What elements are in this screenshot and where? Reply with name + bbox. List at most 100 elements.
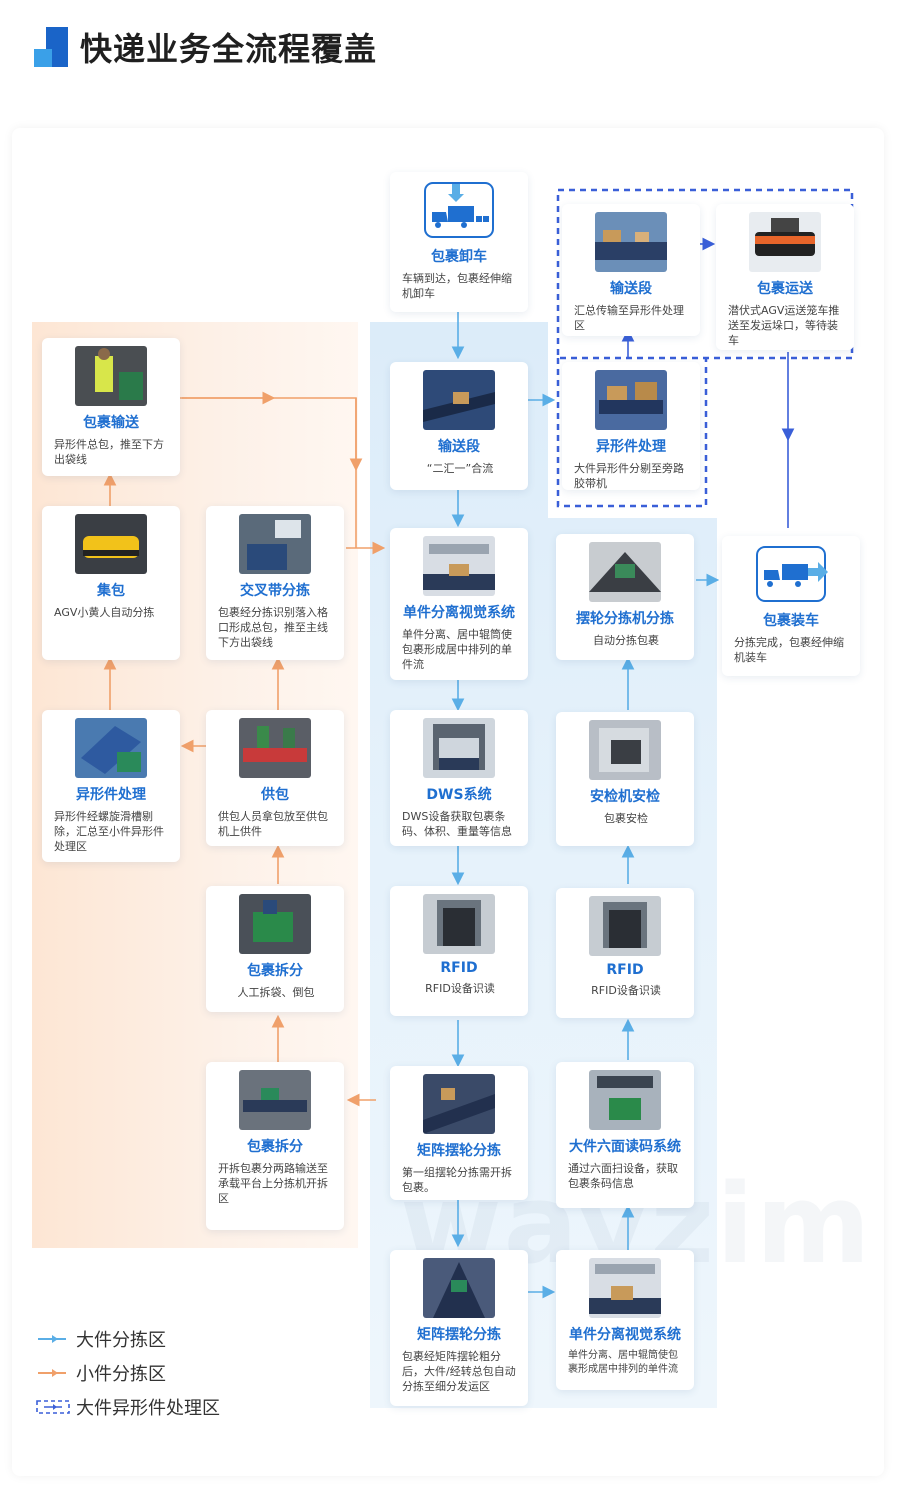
title-logo-icon xyxy=(34,25,70,69)
node-induction: 供包 供包人员拿包放至供包机上供件 xyxy=(206,710,344,846)
node-matrix-bottom: 矩阵摆轮分拣 包裹经矩阵摆轮粗分后，大件/经转总包自动分拣至细分发运区 xyxy=(390,1250,528,1406)
node-desc: 第一组摆轮分拣需开拆包裹。 xyxy=(402,1166,512,1194)
node-big-conveyor: 输送段 “二汇一”合流 xyxy=(390,362,528,490)
node-desc: 分拣完成，包裹经伸缩机装车 xyxy=(734,636,844,664)
legend-label: 大件异形件处理区 xyxy=(76,1398,220,1419)
node-desc: 供包人员拿包放至供包机上供件 xyxy=(218,810,328,838)
swing-wheel-photo xyxy=(589,542,661,602)
node-loading: 包裹装车 分拣完成，包裹经伸缩机装车 xyxy=(722,536,860,676)
cross-belt-photo xyxy=(239,514,311,574)
node-title: 单件分离视觉系统 xyxy=(569,1327,681,1343)
singulation-photo xyxy=(423,536,495,596)
node-desc: RFID设备识读 xyxy=(591,984,661,997)
legend-item-small: 小件分拣区 xyxy=(36,1356,220,1390)
node-desc: 单件分离、居中辊筒使包裹形成居中排列的单件流 xyxy=(568,1350,678,1375)
node-title: 单件分离视觉系统 xyxy=(403,605,515,621)
node-desc: 异形件总包，推至下方出袋线 xyxy=(54,438,164,466)
odd-handling-photo xyxy=(595,370,667,430)
node-singulation-top: 单件分离视觉系统 单件分离、居中辊筒使包裹形成居中排列的单件流 xyxy=(390,528,528,680)
node-unpack-split: 包裹拆分 开拆包裹分两路输送至承载平台上分拣机开拆区 xyxy=(206,1062,344,1230)
singulation-photo xyxy=(589,1258,661,1318)
unload-truck-icon xyxy=(422,180,496,240)
node-title: 矩阵摆轮分拣 xyxy=(417,1143,501,1159)
node-desc: RFID设备识读 xyxy=(425,982,495,995)
node-desc: AGV小黄人自动分拣 xyxy=(54,606,155,619)
node-matrix-top: 矩阵摆轮分拣 第一组摆轮分拣需开拆包裹。 xyxy=(390,1066,528,1200)
node-desc: 开拆包裹分两路输送至承载平台上分拣机开拆区 xyxy=(218,1162,328,1205)
agv-photo xyxy=(749,212,821,272)
node-title: 安检机安检 xyxy=(590,789,660,805)
node-title: 摆轮分拣机分拣 xyxy=(576,611,674,627)
node-title: RFID xyxy=(606,962,644,978)
blue-arrow-icon xyxy=(36,1332,70,1346)
security-scanner-photo xyxy=(589,720,661,780)
node-title: 包裹拆分 xyxy=(247,1139,303,1155)
six-sided-scanner-photo xyxy=(589,1070,661,1130)
node-desc: 包裹经分拣识别落入格口形成总包，推至主线下方出袋线 xyxy=(218,606,328,649)
node-desc: 自动分拣包裹 xyxy=(593,634,659,647)
node-six-sided: 大件六面读码系统 通过六面扫设备，获取包裹条码信息 xyxy=(556,1062,694,1208)
legend-label: 小件分拣区 xyxy=(76,1364,166,1385)
unpack-photo xyxy=(239,894,311,954)
node-title: 包裹拆分 xyxy=(247,963,303,979)
node-unload: 包裹卸车 车辆到达，包裹经伸缩机卸车 xyxy=(390,172,528,312)
node-desc: 异形件经螺旋滑槽剔除，汇总至小件异形件处理区 xyxy=(54,810,164,853)
node-swing-wheel: 摆轮分拣机分拣 自动分拣包裹 xyxy=(556,534,694,660)
node-small-conveyor: 包裹输送 异形件总包，推至下方出袋线 xyxy=(42,338,180,476)
node-title: 供包 xyxy=(261,787,289,803)
node-title: RFID xyxy=(440,960,478,976)
node-title: 包裹运送 xyxy=(757,281,813,297)
node-title: 包裹装车 xyxy=(763,613,819,629)
node-title: 交叉带分拣 xyxy=(240,583,310,599)
spiral-chute-photo xyxy=(75,718,147,778)
loading-truck-icon xyxy=(754,544,828,604)
node-desc: 通过六面扫设备，获取包裹条码信息 xyxy=(568,1162,678,1190)
node-security: 安检机安检 包裹安检 xyxy=(556,712,694,846)
node-desc: 包裹安检 xyxy=(604,812,648,825)
node-title: DWS系统 xyxy=(426,787,492,803)
node-odd-handling-small: 异形件处理 异形件经螺旋滑槽剔除，汇总至小件异形件处理区 xyxy=(42,710,180,862)
node-desc: 人工拆袋、倒包 xyxy=(237,986,315,999)
node-title: 包裹输送 xyxy=(83,415,139,431)
node-unpack-manual: 包裹拆分 人工拆袋、倒包 xyxy=(206,886,344,1012)
conveyor-photo xyxy=(423,370,495,430)
dws-photo xyxy=(423,718,495,778)
matrix-wheel-photo xyxy=(423,1074,495,1134)
legend-item-odd: 大件异形件处理区 xyxy=(36,1390,220,1424)
node-agv-transport: 包裹运送 潜伏式AGV运送笼车推送至发运垛口，等待装车 xyxy=(716,204,854,350)
orange-arrow-icon xyxy=(36,1366,70,1380)
node-desc: 大件异形件分剔至旁路胶带机 xyxy=(574,462,684,490)
matrix-wheel-photo xyxy=(423,1258,495,1318)
node-rfid-left: RFID RFID设备识读 xyxy=(390,886,528,1016)
node-desc: DWS设备获取包裹条码、体积、重量等信息 xyxy=(402,810,512,838)
rfid-photo xyxy=(589,896,661,956)
node-title: 输送段 xyxy=(610,281,652,297)
node-title: 矩阵摆轮分拣 xyxy=(417,1327,501,1343)
agv-robot-photo xyxy=(75,514,147,574)
node-desc: “二汇一”合流 xyxy=(426,462,494,475)
legend: 大件分拣区 小件分拣区 大件异形件处理区 xyxy=(36,1322,220,1424)
header: 快递业务全流程覆盖 xyxy=(34,22,377,72)
node-title: 包裹卸车 xyxy=(431,249,487,265)
node-singulation-bottom: 单件分离视觉系统 单件分离、居中辊筒使包裹形成居中排列的单件流 xyxy=(556,1250,694,1390)
node-odd-handling-big: 异形件处理 大件异形件分剔至旁路胶带机 xyxy=(562,362,700,490)
node-cross-belt: 交叉带分拣 包裹经分拣识别落入格口形成总包，推至主线下方出袋线 xyxy=(206,506,344,660)
worker-photo xyxy=(75,346,147,406)
node-desc: 包裹经矩阵摆轮粗分后，大件/经转总包自动分拣至细分发运区 xyxy=(402,1350,516,1393)
legend-item-big: 大件分拣区 xyxy=(36,1322,220,1356)
dashed-box-icon xyxy=(36,1400,70,1414)
conveyor-photo xyxy=(595,212,667,272)
induction-photo xyxy=(239,718,311,778)
node-title: 异形件处理 xyxy=(596,439,666,455)
rfid-photo xyxy=(423,894,495,954)
node-bagging: 集包 AGV小黄人自动分拣 xyxy=(42,506,180,660)
node-desc: 车辆到达，包裹经伸缩机卸车 xyxy=(402,272,512,300)
node-title: 集包 xyxy=(97,583,125,599)
node-desc: 潜伏式AGV运送笼车推送至发运垛口，等待装车 xyxy=(728,304,840,347)
split-photo xyxy=(239,1070,311,1130)
node-desc: 单件分离、居中辊筒使包裹形成居中排列的单件流 xyxy=(402,628,512,671)
legend-label: 大件分拣区 xyxy=(76,1330,166,1351)
node-dws: DWS系统 DWS设备获取包裹条码、体积、重量等信息 xyxy=(390,710,528,846)
node-desc: 汇总传输至异形件处理区 xyxy=(574,304,684,332)
node-title: 大件六面读码系统 xyxy=(569,1139,681,1155)
